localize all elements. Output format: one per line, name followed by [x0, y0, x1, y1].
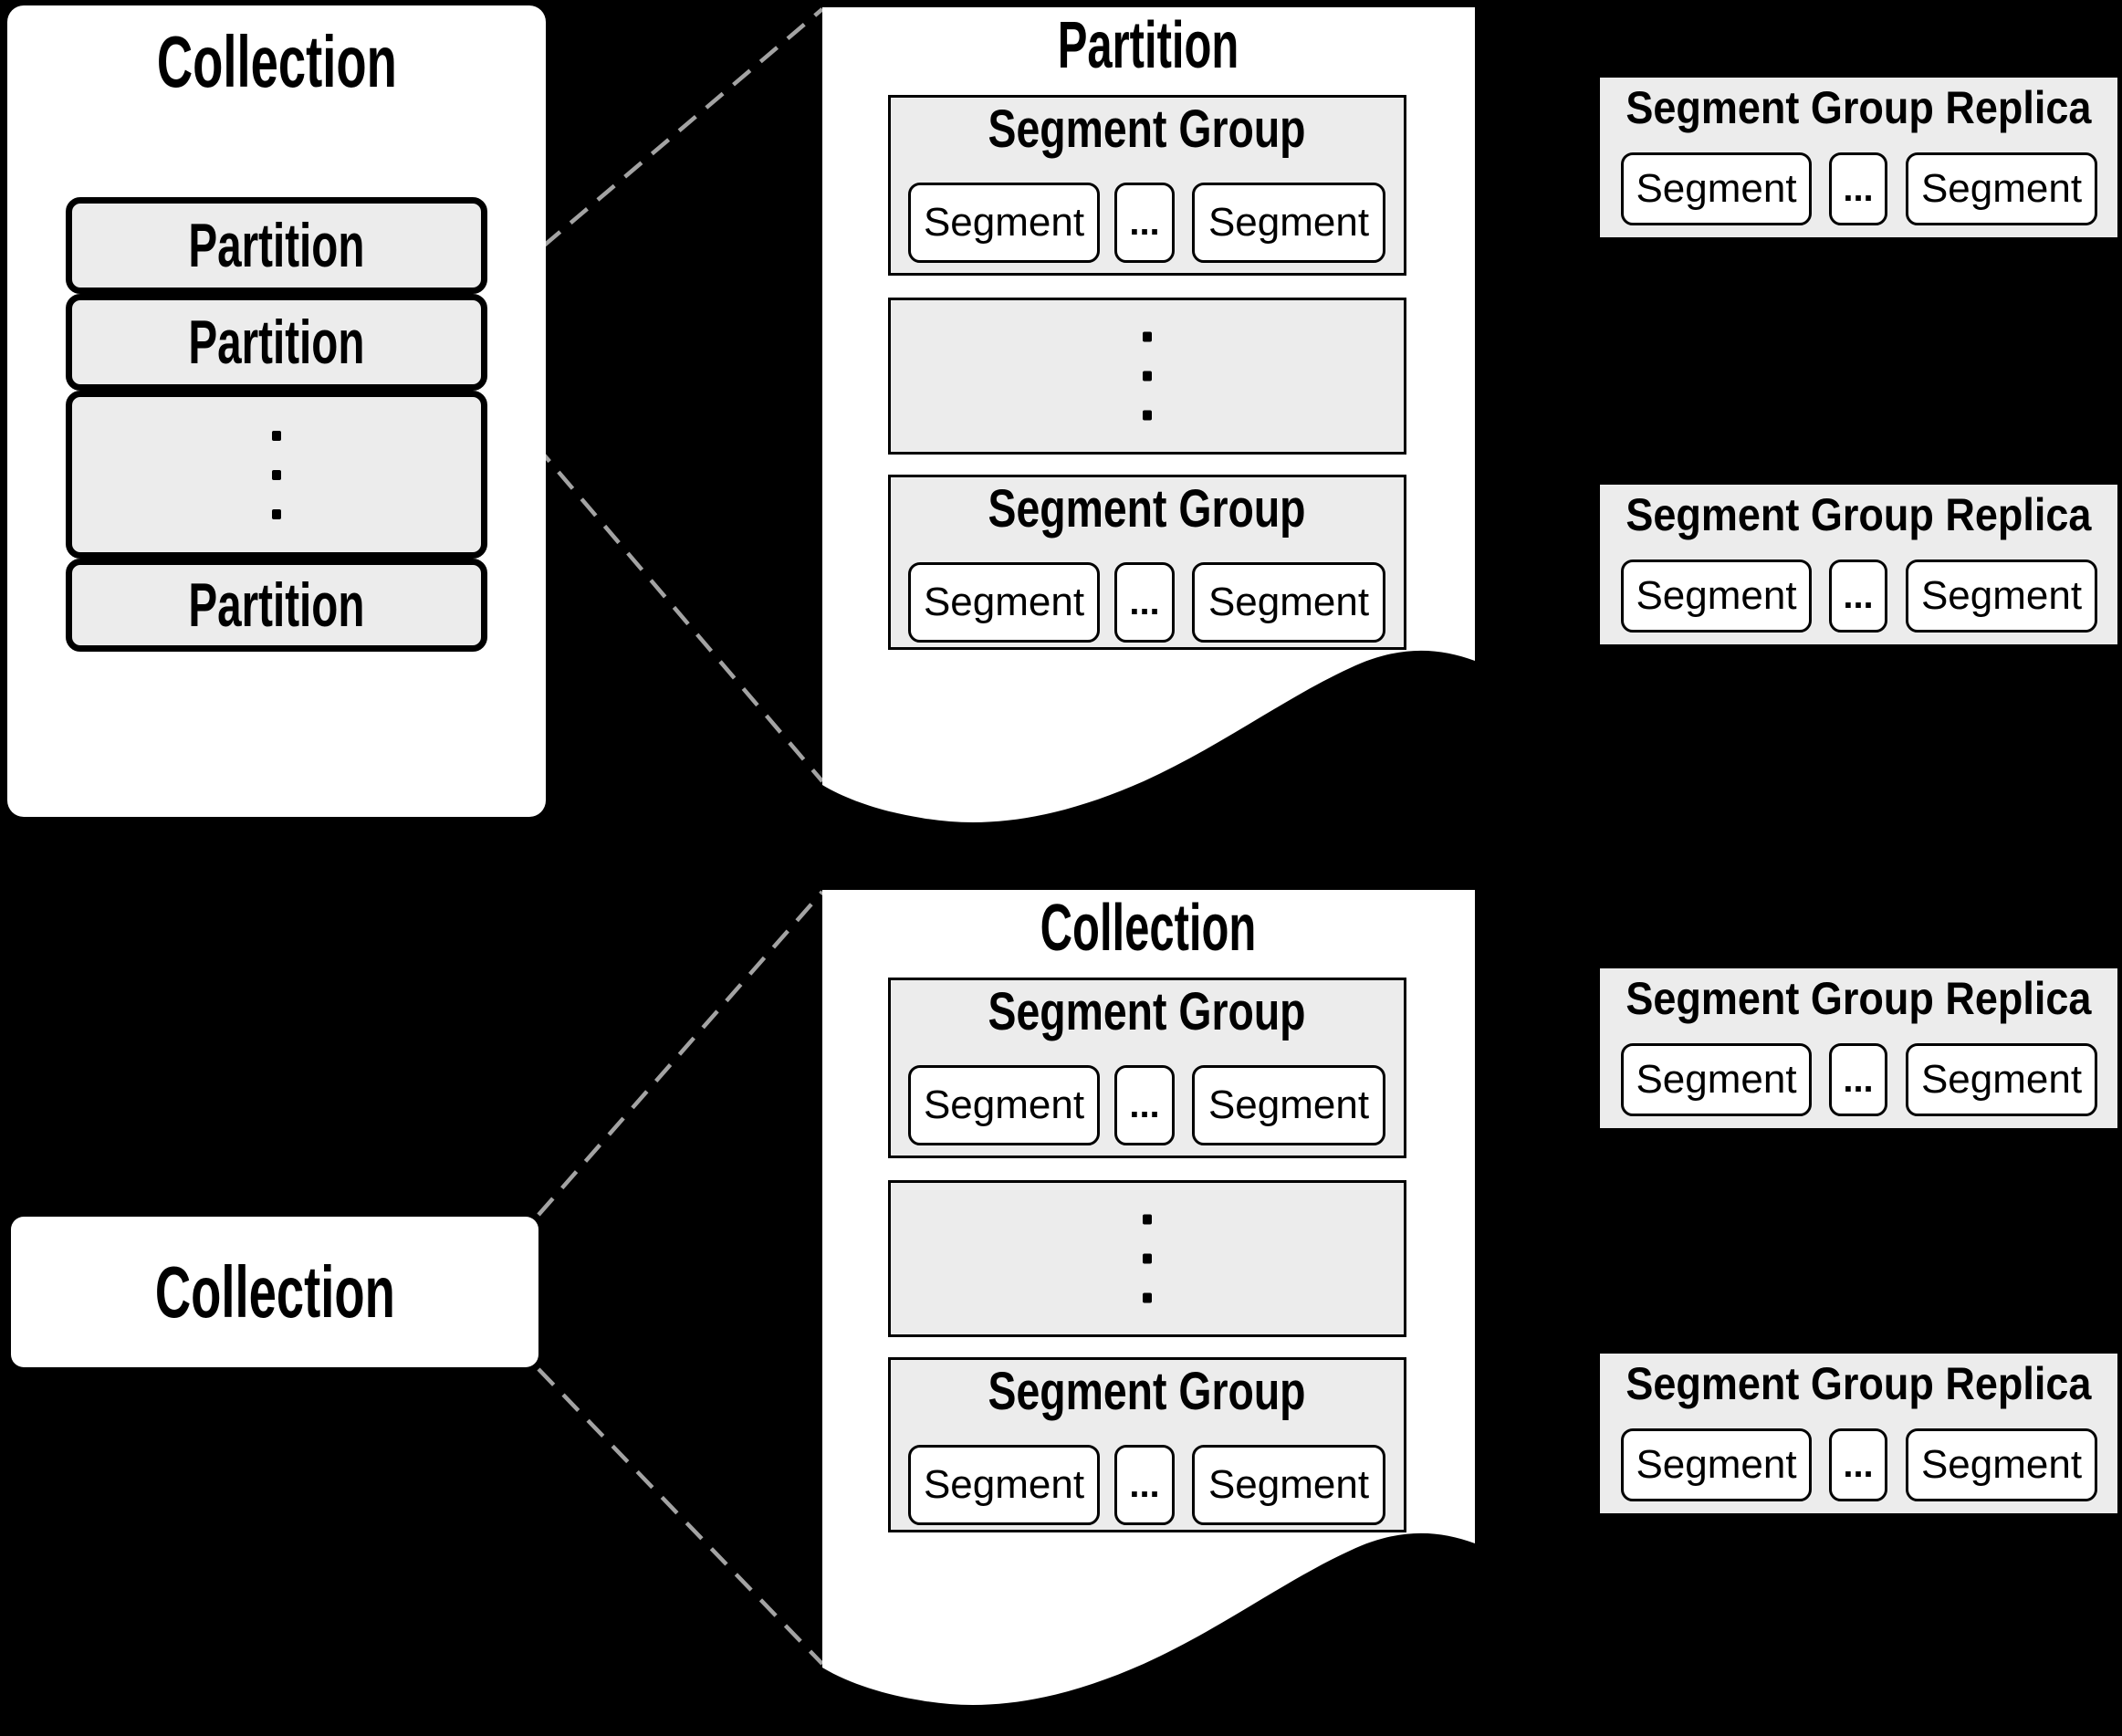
- segment-label: Segment: [923, 1082, 1085, 1127]
- segment-label: Segment: [1920, 573, 2083, 618]
- segment-group-replica-title: Segment Group Replica: [1625, 973, 2092, 1024]
- segment-ellipsis-chip: ...: [1114, 1445, 1175, 1525]
- dashed-connector-bottom-lower: [537, 1367, 824, 1666]
- segment-label: Segment: [1636, 1057, 1797, 1102]
- segment-chip: Segment: [1192, 1445, 1385, 1525]
- segment-label: Segment: [1920, 166, 2083, 211]
- segment-group-replica-box: Segment Group Replica Segment ... Segmen…: [1600, 968, 2117, 1128]
- partition-label: Partition: [188, 570, 365, 640]
- segment-label: Segment: [1207, 1082, 1370, 1127]
- segment-chip: Segment: [1906, 1428, 2097, 1501]
- segment-chip: Segment: [908, 562, 1100, 643]
- segment-label: Segment: [923, 200, 1085, 245]
- segment-ellipsis-chip: ...: [1114, 562, 1175, 643]
- ellipsis-label: ...: [1129, 203, 1160, 243]
- segment-group-ellipsis-panel: [888, 298, 1406, 455]
- segment-group-replica-title: Segment Group Replica: [1625, 1358, 2092, 1409]
- vertical-ellipsis-icon: [272, 416, 281, 534]
- segment-group-replica-box: Segment Group Replica Segment ... Segmen…: [1600, 78, 2117, 237]
- segment-chip: Segment: [1192, 562, 1385, 643]
- collection-box: Collection: [11, 1217, 538, 1367]
- ellipsis-label: ...: [1843, 1445, 1874, 1485]
- segment-label: Segment: [923, 1462, 1085, 1507]
- segment-chip: Segment: [908, 1065, 1100, 1145]
- segment-group-title: Segment Group: [988, 99, 1307, 159]
- segment-label: Segment: [1920, 1442, 2083, 1487]
- segment-chip: Segment: [1906, 1043, 2097, 1116]
- segment-chip: Segment: [1906, 559, 2097, 633]
- segment-group-title: Segment Group: [988, 982, 1307, 1041]
- segment-chip: Segment: [1621, 152, 1812, 225]
- segment-group-replica-title: Segment Group Replica: [1625, 82, 2092, 133]
- partition-box-1: Partition: [66, 197, 487, 294]
- segment-ellipsis-chip: ...: [1829, 152, 1887, 225]
- segment-group-replica-box: Segment Group Replica Segment ... Segmen…: [1600, 1354, 2117, 1513]
- collection-box-title: Collection: [154, 1250, 395, 1333]
- segment-label: Segment: [1636, 1442, 1797, 1487]
- segment-ellipsis-chip: ...: [1829, 1428, 1887, 1501]
- segment-group-title: Segment Group: [988, 1362, 1307, 1421]
- partition-label: Partition: [188, 211, 365, 280]
- segment-chip: Segment: [908, 1445, 1100, 1525]
- segment-group-replica-box: Segment Group Replica Segment ... Segmen…: [1600, 485, 2117, 644]
- partition-ellipsis-box: [66, 391, 487, 559]
- collection-panel: Collection Partition Partition Partition: [7, 5, 546, 817]
- collection-document-title: Collection: [1040, 892, 1257, 965]
- segment-label: Segment: [1636, 573, 1797, 618]
- segment-label: Segment: [1207, 1462, 1370, 1507]
- segment-chip: Segment: [1621, 1043, 1812, 1116]
- segment-ellipsis-chip: ...: [1114, 183, 1175, 263]
- segment-ellipsis-chip: ...: [1829, 559, 1887, 633]
- ellipsis-label: ...: [1129, 582, 1160, 622]
- ellipsis-label: ...: [1129, 1465, 1160, 1505]
- segment-group-ellipsis-panel: [888, 1180, 1406, 1337]
- ellipsis-label: ...: [1129, 1085, 1160, 1125]
- segment-label: Segment: [1920, 1057, 2083, 1102]
- partition-box-3: Partition: [66, 559, 487, 652]
- dashed-connector-bottom-upper: [537, 890, 824, 1217]
- segment-chip: Segment: [1192, 1065, 1385, 1145]
- vertical-ellipsis-icon: [1143, 318, 1152, 435]
- segment-chip: Segment: [1621, 1428, 1812, 1501]
- partition-label: Partition: [188, 308, 365, 377]
- segment-label: Segment: [1207, 580, 1370, 624]
- segment-label: Segment: [1207, 200, 1370, 245]
- segment-chip: Segment: [1192, 183, 1385, 263]
- segment-group-replica-title: Segment Group Replica: [1625, 489, 2092, 540]
- partition-box-2: Partition: [66, 294, 487, 391]
- partition-document-title: Partition: [1058, 9, 1239, 82]
- segment-ellipsis-chip: ...: [1114, 1065, 1175, 1145]
- collection-panel-title: Collection: [156, 21, 397, 102]
- segment-chip: Segment: [1621, 559, 1812, 633]
- segment-label: Segment: [923, 580, 1085, 624]
- ellipsis-label: ...: [1843, 1060, 1874, 1100]
- segment-chip: Segment: [1906, 152, 2097, 225]
- segment-label: Segment: [1636, 166, 1797, 211]
- ellipsis-label: ...: [1843, 576, 1874, 616]
- vertical-ellipsis-icon: [1143, 1200, 1152, 1318]
- ellipsis-label: ...: [1843, 169, 1874, 209]
- segment-group-title: Segment Group: [988, 479, 1307, 539]
- segment-chip: Segment: [908, 183, 1100, 263]
- segment-ellipsis-chip: ...: [1829, 1043, 1887, 1116]
